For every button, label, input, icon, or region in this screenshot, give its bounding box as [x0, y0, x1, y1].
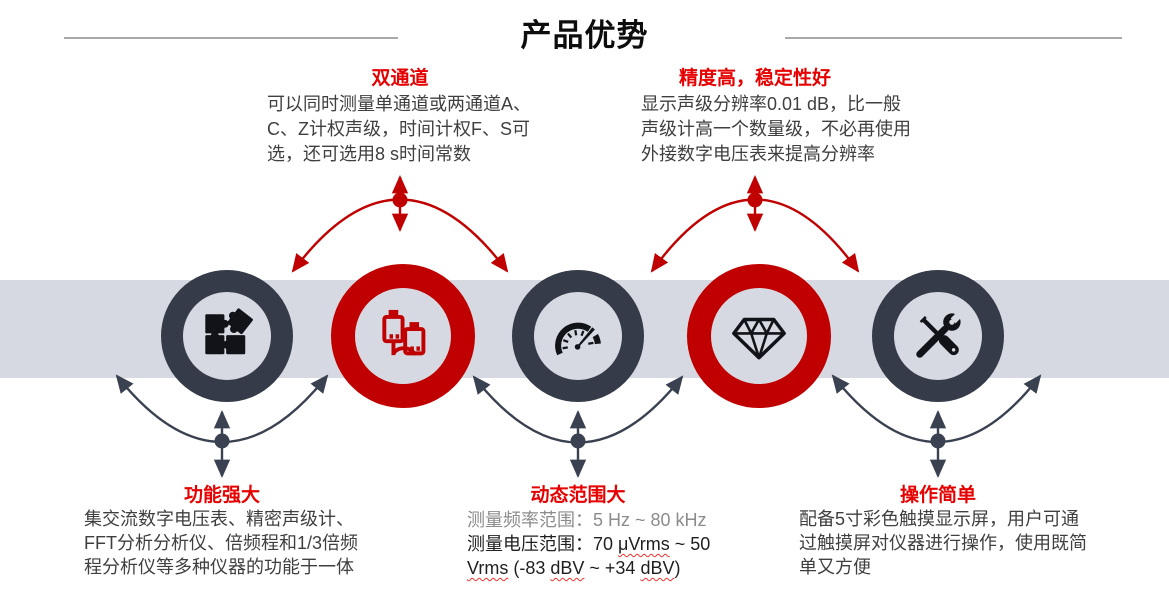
callout-body-dynamic-range: 测量频率范围：5 Hz ~ 80 kHz 测量电压范围：70 μVrms ~ 5…	[467, 508, 749, 580]
feature-circle-dual-channel	[331, 264, 475, 408]
title-rule-left	[64, 37, 398, 39]
voltage-unit: dBV	[640, 558, 675, 578]
callout-body-easy-operation: 配备5寸彩色触摸显示屏，用户可通过触摸屏对仪器进行操作，使用既简单又方便	[799, 509, 1087, 577]
feature-circle-dynamic-range	[512, 270, 644, 402]
voltage-text: 测量电压范围：70	[467, 534, 619, 554]
callout-title-precision: 精度高，稳定性好	[678, 68, 831, 89]
feature-circle-precision	[687, 264, 831, 408]
callout-body-powerful: 集交流数字电压表、精密声级计、FFT分析分析仪、倍频程和1/3倍频程分析仪等多种…	[84, 509, 359, 577]
callout-body-dual-channel: 可以同时测量单通道或两通道A、C、Z计权声级，时间计权F、S可选，还可选用8 s…	[267, 94, 532, 164]
feature-circle-integration	[161, 270, 293, 402]
voltage-unit: μVrms	[618, 534, 670, 554]
puzzle-icon	[205, 308, 253, 355]
callout-title-easy-operation: 操作简单	[899, 485, 976, 506]
callout-body-precision: 显示声级分辨率0.01 dB，比一般声级计高一个数量级，不必再使用外接数字电压表…	[641, 94, 911, 164]
voltage-text: ~ 50	[669, 534, 711, 554]
feature-circle-easy-operation	[872, 270, 1004, 402]
page-title: 产品优势	[520, 18, 649, 53]
voltage-text: ~ +34	[584, 558, 641, 578]
voltage-text: )	[674, 558, 681, 578]
callout-title-dual-channel: 双通道	[371, 68, 429, 89]
callout-title-dynamic-range: 动态范围大	[530, 485, 626, 506]
usb-cable-icon	[382, 309, 426, 356]
tools-icon	[916, 304, 970, 358]
diamond-icon	[732, 317, 786, 360]
voltage-unit: Vrms	[467, 558, 509, 578]
gauge-icon	[555, 322, 601, 356]
title-rule-right	[785, 37, 1122, 39]
freq-range-line: 测量频率范围：5 Hz ~ 80 kHz	[467, 510, 707, 530]
voltage-unit: dBV	[550, 558, 585, 578]
voltage-range-line: 测量电压范围：70 μVrms ~ 50 Vrms (-83 dBV ~ +34…	[467, 532, 749, 580]
callout-title-powerful: 功能强大	[183, 485, 260, 506]
voltage-text: (-83	[508, 558, 551, 578]
